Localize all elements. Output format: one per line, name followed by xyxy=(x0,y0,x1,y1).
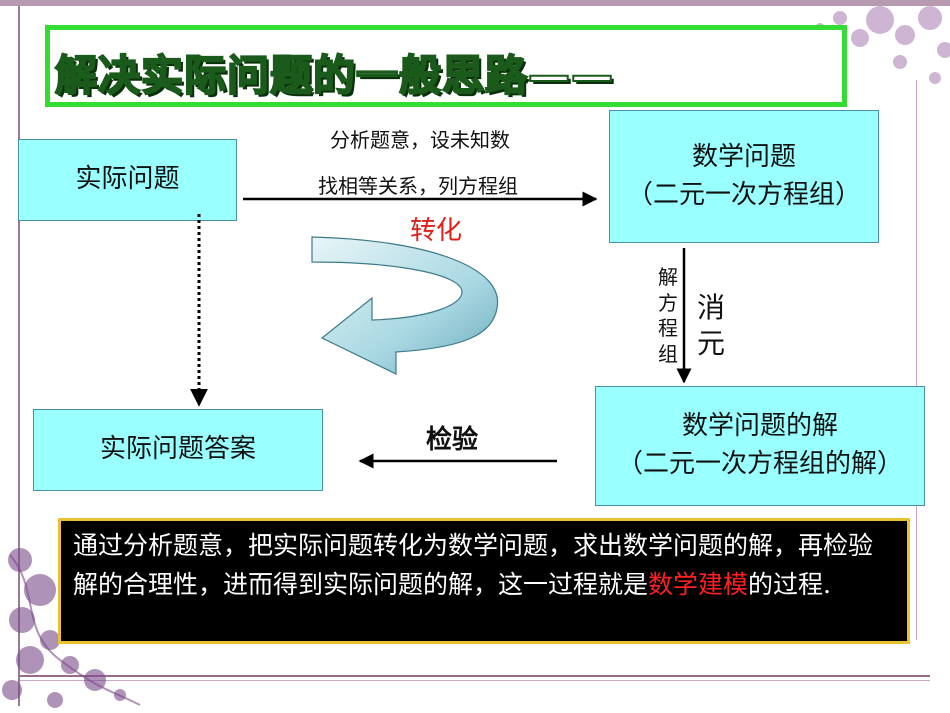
title-frame xyxy=(45,25,847,107)
frame-bottom-border xyxy=(20,675,930,677)
description-highlight: 数学建模 xyxy=(648,569,749,599)
description-text-1: 通过分析题意，把实际问题转化为数学问题，求出数学问题的解，再检验解的合理性，进而… xyxy=(73,531,874,599)
node-math-solution-text-2: （二元一次方程组的解） xyxy=(616,449,903,479)
description-text-2: 的过程. xyxy=(748,569,831,599)
node-practical-answer: 实际问题答案 xyxy=(33,409,323,491)
frame-right-border xyxy=(916,80,917,640)
frame-bottom-border-thin xyxy=(20,680,930,681)
frame-left-border xyxy=(18,6,20,706)
label-analyze: 分析题意，设未知数 xyxy=(330,128,510,152)
node-practical-problem-text: 实际问题 xyxy=(75,164,180,195)
label-equations: 找相等关系，列方程组 xyxy=(318,174,518,198)
node-practical-problem: 实际问题 xyxy=(18,139,237,221)
node-math-problem-text-2: （二元一次方程组） xyxy=(626,179,861,210)
node-math-problem: 数学问题 （二元一次方程组） xyxy=(609,110,879,243)
convert-curved-arrow-icon xyxy=(311,236,499,375)
label-eliminate: 消元 xyxy=(696,291,725,361)
label-check: 检验 xyxy=(426,425,479,455)
description-box: 通过分析题意，把实际问题转化为数学问题，求出数学问题的解，再检验解的合理性，进而… xyxy=(58,518,910,644)
frame-top-border xyxy=(0,0,950,6)
label-solve: 解方程组 xyxy=(658,265,678,366)
label-convert: 转化 xyxy=(410,216,463,246)
node-math-solution: 数学问题的解 （二元一次方程组的解） xyxy=(595,386,925,506)
node-practical-answer-text: 实际问题答案 xyxy=(99,434,256,465)
node-math-problem-text-1: 数学问题 xyxy=(691,141,796,172)
node-math-solution-text-1: 数学问题的解 xyxy=(681,411,838,442)
page-title: 解决实际问题的一般思路—— xyxy=(54,50,615,101)
